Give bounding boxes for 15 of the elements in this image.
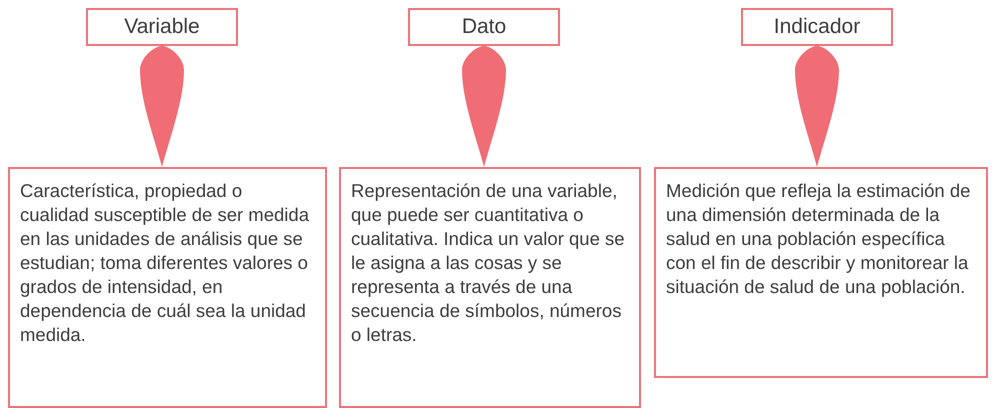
- definition-text: Medición que refleja la estimación de una dimensión determinada de la salud en una población específica con el fin de describir y monitorear la situación de salud de una población.: [666, 180, 970, 297]
- definition-text: Representación de una variable, que puede ser cuantitativa o cualitativa. Indica un valor que se le asigna a las cosas y se representa a través de una secuencia de símbolos, números o letras.: [351, 180, 625, 345]
- term-label: Variable: [124, 15, 200, 39]
- term-box: [408, 8, 560, 46]
- definition-box: [654, 167, 988, 378]
- pin-arrow: [795, 46, 839, 167]
- term-box: [741, 8, 893, 46]
- term-label: Indicador: [774, 15, 860, 39]
- definition-box: [339, 167, 641, 408]
- definition-box: [8, 167, 327, 408]
- term-label: Dato: [462, 15, 506, 39]
- pin-arrow: [462, 46, 506, 167]
- pin-arrow: [140, 46, 184, 167]
- term-box: [86, 8, 238, 46]
- definition-text: Característica, propiedad o cualidad susceptible de ser medida en las unidades de análisis que se estudian; toma diferentes valores o grados de intensidad, en dependencia de cuál sea la unidad medida.: [20, 180, 309, 345]
